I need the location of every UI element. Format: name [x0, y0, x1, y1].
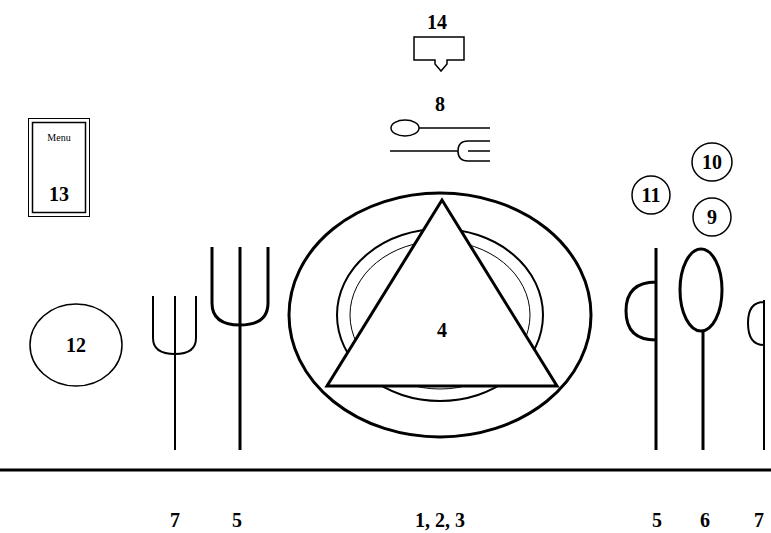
salad-knife — [748, 300, 764, 450]
glass-circle — [632, 176, 670, 214]
callout-number: 8 — [435, 93, 445, 115]
callout-number: 1, 2, 3 — [415, 509, 465, 531]
callout-number: 13 — [28, 183, 90, 205]
soup-spoon-handle — [702, 331, 705, 450]
glass-circle — [693, 198, 731, 236]
callout-number: 4 — [327, 319, 557, 341]
dessert-fork-handle — [390, 150, 458, 152]
charger-plate — [289, 193, 591, 437]
table-edge — [0, 469, 771, 472]
callout-number: 12 — [29, 334, 123, 356]
napkin-triangle-outline — [327, 200, 557, 386]
soup-spoon — [680, 249, 722, 331]
card-outer — [29, 119, 90, 217]
callout-number: 7 — [754, 509, 764, 531]
callout-number: 9 — [692, 206, 732, 228]
glass-circle: 9 — [692, 197, 732, 237]
salad-fork — [153, 296, 196, 450]
napkin-triangle — [327, 200, 557, 386]
glass-circle — [692, 143, 732, 181]
dinner-fork — [212, 247, 268, 450]
callout-number: 11 — [631, 184, 671, 206]
menu-label: Menu — [28, 132, 90, 143]
bread-plate: 12 — [29, 303, 123, 387]
glass-circle: 11 — [631, 175, 671, 215]
dinner-knife — [626, 248, 656, 450]
dessert-spoon-handle — [419, 127, 490, 129]
dessert-fork — [458, 141, 490, 161]
glass-circle: 10 — [691, 142, 733, 182]
callout-number: 7 — [170, 509, 180, 531]
callout-number: 10 — [691, 151, 733, 173]
callout-number: 6 — [700, 509, 710, 531]
bread-plate — [30, 304, 122, 386]
napkin-triangle: 4 — [327, 200, 557, 386]
dessert-spoon — [391, 120, 419, 136]
callout-number: 14 — [427, 11, 447, 33]
callout-number: 5 — [232, 509, 242, 531]
menu-card: Menu 13 — [28, 118, 90, 217]
callout-number: 5 — [652, 509, 662, 531]
arrow-box — [414, 37, 464, 71]
